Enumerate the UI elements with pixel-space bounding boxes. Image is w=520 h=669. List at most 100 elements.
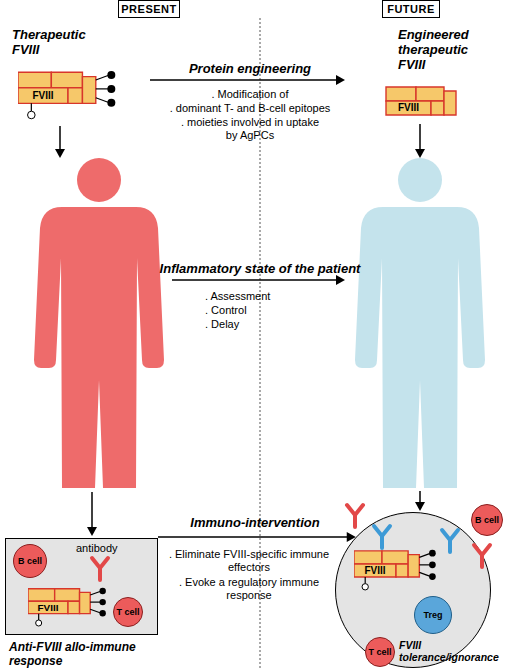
fviii-domain — [396, 564, 408, 577]
glycan-head — [99, 588, 105, 594]
person-body — [34, 207, 164, 488]
glycan-open — [36, 620, 42, 626]
fviii-domain — [444, 91, 456, 115]
molecule-label: FVIII — [18, 88, 68, 104]
down-arrow — [419, 491, 421, 503]
bullet-note: . Eliminate FVIII-specific immune effect… — [163, 548, 335, 573]
fviii-domain — [68, 601, 80, 613]
glycan-stalk — [419, 572, 429, 576]
glycan-open — [362, 584, 368, 590]
flow-arrows — [55, 75, 425, 536]
down-arrow — [419, 124, 421, 150]
arrow-title: Inflammatory state of the patient — [150, 262, 370, 277]
glycan-head — [99, 599, 105, 605]
fviii-domain — [51, 72, 82, 88]
right-arrow — [172, 279, 337, 281]
fviii-molecule-shape — [385, 86, 457, 116]
t-cell: T cell — [365, 637, 395, 667]
b-cell: B cell — [13, 544, 47, 578]
molecule-label: FVIII — [28, 601, 68, 613]
glycan-head — [107, 71, 115, 79]
fviii-domain — [55, 589, 80, 601]
node-label: T cell — [368, 647, 391, 657]
glycan-stalk — [365, 577, 366, 584]
glycan-stalk — [96, 98, 108, 102]
glycan-open — [28, 111, 36, 119]
glycan-head — [429, 550, 436, 557]
fviii-domain — [354, 551, 382, 564]
glycan-stalk — [90, 602, 100, 603]
glycan-head — [107, 99, 115, 107]
glycan-stalk — [90, 609, 100, 613]
patient-figure-future — [355, 158, 485, 488]
fviii-domain — [68, 88, 82, 104]
node-label: antibody — [76, 542, 118, 555]
t-cell: T cell — [113, 597, 143, 627]
fviii-domain — [80, 592, 91, 613]
glycan-head — [429, 562, 436, 569]
arrow-head — [336, 75, 345, 85]
fviii-domain — [431, 101, 444, 115]
glycan-head — [99, 610, 105, 616]
arrow-head — [415, 149, 425, 158]
glycan-stalk — [419, 564, 429, 565]
node-heading: Anti-FVIII allo-immune response — [9, 641, 159, 669]
down-arrow — [91, 492, 93, 528]
glycan-stalk — [38, 614, 39, 620]
arrow-head — [87, 527, 97, 536]
person-head — [77, 158, 121, 202]
node-label: Treg — [423, 610, 442, 620]
molecule-label: FVIII — [386, 101, 431, 115]
bullet-note: . Modification of — [160, 88, 340, 101]
person-head — [398, 158, 442, 202]
fviii-domain — [28, 589, 55, 601]
column-header: FUTURE — [382, 0, 440, 18]
fviii-molecule: FVIII — [354, 549, 438, 591]
bullet-note: . Assessment — [205, 290, 270, 303]
connector-label: Immuno-intervention — [160, 516, 350, 531]
glycan-stalk — [96, 76, 108, 80]
glycan-head — [429, 573, 436, 580]
node-label: FUTURE — [387, 3, 435, 16]
treg-cell: Treg — [414, 596, 452, 634]
antibody-symbol — [347, 505, 363, 527]
patient-figure-present — [34, 158, 164, 488]
fviii-domain — [386, 87, 416, 101]
node-label: FVIII tolerance/ignorance — [399, 639, 519, 663]
fviii-domain — [416, 87, 444, 101]
bullet-note: . Evoke a regulatory immune response — [163, 576, 335, 601]
fviii-domain — [28, 601, 68, 613]
right-arrow — [150, 79, 337, 81]
down-arrow — [59, 126, 61, 150]
molecule-label: FVIII — [354, 564, 396, 577]
glycan-stalk — [31, 103, 32, 111]
bullet-note: . Delay — [205, 318, 239, 331]
fviii-domain — [386, 101, 431, 115]
arrow-head — [336, 275, 345, 285]
fviii-domain — [18, 88, 68, 104]
glycan-stalk — [96, 88, 108, 89]
node-label: T cell — [116, 607, 139, 617]
fviii-domain — [354, 564, 396, 577]
fviii-domain — [18, 72, 51, 88]
panel-title: Engineered therapeutic FVIII — [398, 28, 498, 73]
bullet-note: . dominant T- and B-cell epitopes — [145, 102, 355, 115]
fviii-domain — [382, 551, 408, 564]
panel-title: Therapeutic FVIII — [12, 28, 102, 58]
arrow-head — [55, 149, 65, 158]
fviii-domain — [408, 555, 419, 577]
person-body — [355, 207, 485, 488]
connector-arrow — [158, 532, 356, 542]
column-header: PRESENT — [118, 0, 180, 18]
immune-response-box: antibodyAnti-FVIII allo-immune responseB… — [5, 538, 158, 635]
b-cell: B cell — [471, 504, 503, 536]
node-label: PRESENT — [121, 3, 176, 16]
glycan-stalk — [90, 591, 100, 595]
fviii-molecule: FVIII — [28, 587, 108, 627]
engineered-fviii-molecule: FVIII — [385, 86, 457, 116]
arrow-head — [415, 502, 425, 511]
connector-line — [158, 536, 348, 538]
glycan-head — [107, 85, 115, 93]
bullet-note: . Control — [205, 304, 247, 317]
